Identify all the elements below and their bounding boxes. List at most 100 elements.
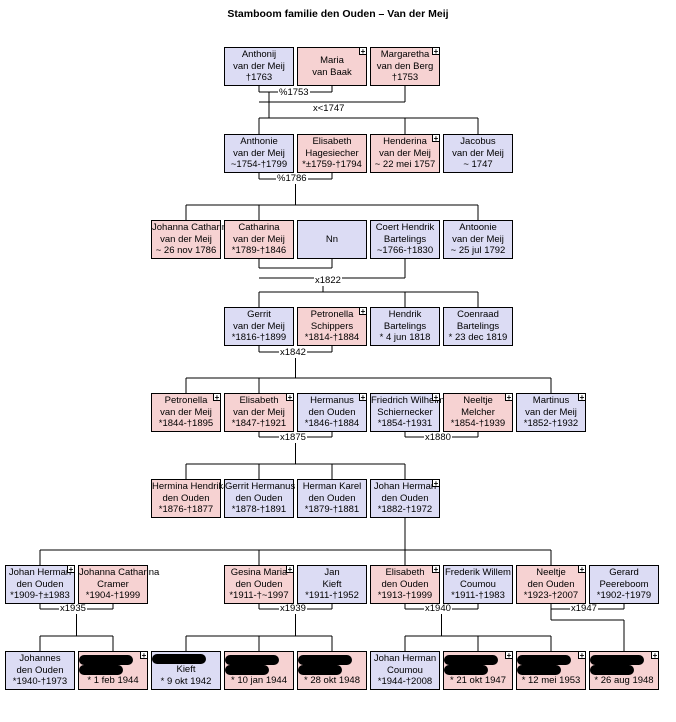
expand-icon[interactable]: + xyxy=(359,393,367,402)
expand-icon[interactable]: + xyxy=(432,479,440,488)
person-name: Antoonie xyxy=(459,222,497,234)
expand-icon[interactable]: + xyxy=(359,307,367,316)
redacted-name xyxy=(79,664,147,675)
person-name: van der Meij xyxy=(160,233,212,245)
expand-icon[interactable]: + xyxy=(432,47,440,56)
person-name: Coumou xyxy=(387,664,423,676)
person-box[interactable]: * 10 jan 1944 xyxy=(224,651,294,690)
person-box[interactable]: Kieft* 9 okt 1942 xyxy=(151,651,221,690)
expand-icon[interactable]: + xyxy=(505,393,513,402)
person-dates: *1902-†1979 xyxy=(596,590,652,602)
expand-icon[interactable]: + xyxy=(140,651,148,660)
expand-icon[interactable]: + xyxy=(286,565,294,574)
person-box[interactable]: Nn xyxy=(297,220,367,259)
person-name: Johanna Catharina xyxy=(152,222,233,234)
person-name: Johan Herman xyxy=(8,567,72,579)
person-name: Maria xyxy=(320,55,344,66)
person-name: Schiernecker xyxy=(377,406,433,418)
person-name: Bartelings xyxy=(456,320,500,332)
person-dates: *1852-†1932 xyxy=(523,418,579,430)
marriage-label: %1753 xyxy=(278,87,310,98)
person-name: Bartelings xyxy=(383,233,427,245)
person-dates: *±1759-†1794 xyxy=(302,159,362,171)
person-dates: †1763 xyxy=(245,72,273,84)
redaction-mark xyxy=(79,664,123,675)
person-name: van der Meij xyxy=(233,406,285,418)
person-box[interactable]: * 26 aug 1948+ xyxy=(589,651,659,690)
person-dates: †1753 xyxy=(391,72,419,84)
person-name: Friedrich Wilhelm xyxy=(371,395,445,407)
person-box[interactable]: * 28 okt 1948 xyxy=(297,651,367,690)
person-name: Coumou xyxy=(460,578,496,590)
expand-icon[interactable]: + xyxy=(578,393,586,402)
expand-icon[interactable]: + xyxy=(651,651,659,660)
person-box[interactable]: * 1 feb 1944+ xyxy=(78,651,148,690)
person-name: Gerrit xyxy=(247,309,271,321)
person-dates: *1944-†2008 xyxy=(377,676,433,688)
person-name: Herman Karel xyxy=(302,481,362,493)
marriage-label: x1939 xyxy=(279,603,307,614)
person-name: Elisabeth xyxy=(312,136,352,148)
redacted-name xyxy=(517,654,585,665)
person-dates: *1847-†1921 xyxy=(231,418,287,430)
expand-icon[interactable]: + xyxy=(286,393,294,402)
expand-icon[interactable]: + xyxy=(432,565,440,574)
marriage-label: x<1747 xyxy=(312,103,346,114)
expand-icon[interactable]: + xyxy=(578,651,586,660)
expand-icon[interactable]: + xyxy=(67,565,75,574)
person-box[interactable]: * 12 mei 1953+ xyxy=(516,651,586,690)
person-dates: *1904-†1999 xyxy=(85,590,141,602)
person-name: den Ouden xyxy=(381,578,429,590)
redacted-name xyxy=(444,654,512,665)
person-box[interactable]: * 21 okt 1947+ xyxy=(443,651,513,690)
redacted-name xyxy=(225,664,293,675)
redaction-mark xyxy=(444,664,488,675)
expand-icon[interactable]: + xyxy=(432,393,440,402)
person-name: Anthonij xyxy=(241,49,277,61)
person-dates: *1846-†1884 xyxy=(304,418,360,430)
person-name: van Baak xyxy=(312,66,352,78)
expand-icon[interactable]: + xyxy=(359,47,367,56)
expand-icon[interactable]: + xyxy=(505,651,513,660)
redaction-mark xyxy=(152,654,206,664)
expand-icon[interactable]: + xyxy=(213,393,221,402)
expand-icon[interactable]: + xyxy=(578,565,586,574)
expand-icon[interactable]: + xyxy=(432,134,440,143)
person-dates: *1879-†1881 xyxy=(304,504,360,516)
